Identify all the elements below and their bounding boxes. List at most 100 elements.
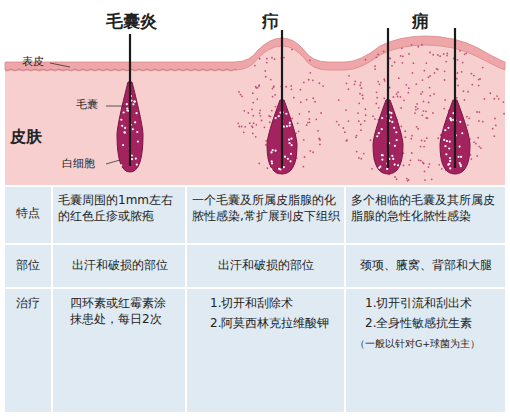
- cell-dot: [252, 92, 254, 94]
- cell-dot: [456, 78, 458, 80]
- white-cell: [120, 164, 122, 166]
- table-cell: 2.全身性敏感抗生素: [365, 316, 501, 332]
- white-cell: [120, 119, 122, 121]
- cell-dot: [400, 96, 402, 98]
- cell-dot: [405, 84, 407, 86]
- hair: [454, 28, 456, 168]
- cell-dot: [403, 164, 405, 166]
- cell-dot: [354, 81, 356, 83]
- white-cell: [132, 103, 134, 105]
- cell-dot: [428, 163, 430, 165]
- cell-dot: [464, 99, 466, 101]
- cell-dot: [259, 109, 261, 111]
- cell-dot: [462, 62, 464, 64]
- white-cell: [124, 127, 126, 129]
- cell-dot: [258, 84, 260, 86]
- cell-dot: [264, 70, 266, 72]
- cell-dot: [415, 109, 417, 111]
- white-cell: [394, 145, 396, 147]
- cell-dot: [274, 94, 276, 96]
- table-cell: （一般以针对G+球菌为主）: [355, 338, 503, 350]
- cell-dot: [397, 91, 399, 93]
- white-cell: [450, 118, 452, 120]
- white-cell: [443, 139, 445, 141]
- column-title: 痈: [408, 10, 432, 32]
- white-cell: [461, 132, 463, 134]
- white-cell: [381, 117, 383, 119]
- cell-dot: [428, 102, 430, 104]
- cell-dot: [307, 122, 309, 124]
- cell-dot: [396, 178, 398, 180]
- cell-dot: [467, 124, 469, 126]
- white-cell: [122, 144, 124, 146]
- cell-dot: [308, 79, 310, 81]
- white-cell: [270, 168, 272, 170]
- cell-dot: [431, 178, 433, 180]
- white-cell: [449, 117, 451, 119]
- cell-dot: [424, 179, 426, 181]
- cell-dot: [303, 166, 305, 168]
- white-cell: [270, 151, 272, 153]
- cell-dot: [308, 118, 310, 120]
- cell-dot: [360, 124, 362, 126]
- cell-dot: [484, 98, 486, 100]
- white-cell: [284, 156, 286, 158]
- cell-dot: [320, 112, 322, 114]
- cell-dot: [478, 85, 480, 87]
- cell-dot: [266, 167, 268, 169]
- white-cell: [449, 141, 451, 143]
- table-cell: 颈项、腋窝、背部和大腿: [351, 258, 501, 274]
- cell-dot: [377, 81, 379, 83]
- cell-dot: [360, 158, 362, 160]
- white-cell: [381, 158, 383, 160]
- cell-dot: [408, 87, 410, 89]
- cell-dot: [258, 162, 260, 164]
- cell-dot: [293, 97, 295, 99]
- cell-dot: [348, 75, 350, 77]
- cell-dot: [439, 55, 441, 57]
- dermis-border: [5, 69, 237, 71]
- white-cell: [290, 144, 292, 146]
- white-cell: [289, 122, 291, 124]
- cell-dot: [271, 110, 273, 112]
- cell-dot: [365, 108, 367, 110]
- white-cell: [290, 153, 292, 155]
- cell-dot: [461, 71, 463, 73]
- cell-dot: [254, 65, 256, 67]
- white-cell: [378, 132, 380, 134]
- cell-dot: [309, 72, 311, 74]
- cell-dot: [243, 131, 245, 133]
- cell-dot: [275, 106, 277, 108]
- cell-dot: [241, 95, 243, 97]
- cell-dot: [260, 115, 262, 117]
- white-cell: [459, 121, 461, 123]
- cell-dot: [374, 68, 376, 70]
- cell-dot: [361, 87, 363, 89]
- white-cell: [457, 156, 459, 158]
- white-cell: [378, 167, 380, 169]
- cell-dot: [238, 126, 240, 128]
- white-cell: [449, 167, 451, 169]
- cell-dot: [468, 117, 470, 119]
- cell-dot: [256, 98, 258, 100]
- cell-dot: [400, 55, 402, 57]
- cell-dot: [244, 126, 246, 128]
- table-cell: 1.切开和刮除术: [210, 296, 340, 312]
- cell-dot: [402, 55, 404, 57]
- white-cell: [274, 117, 276, 119]
- cell-dot: [348, 120, 350, 122]
- cell-dot: [444, 79, 446, 81]
- cell-dot: [425, 110, 427, 112]
- cell-dot: [417, 128, 419, 130]
- cell-dot: [255, 124, 257, 126]
- cell-dot: [466, 116, 468, 118]
- cell-dot: [364, 120, 366, 122]
- cell-dot: [470, 158, 472, 160]
- white-cell: [448, 147, 450, 149]
- white-cell: [131, 158, 133, 160]
- cell-dot: [285, 86, 287, 88]
- white-cell: [449, 160, 451, 162]
- cell-dot: [338, 124, 340, 126]
- cell-dot: [394, 61, 396, 63]
